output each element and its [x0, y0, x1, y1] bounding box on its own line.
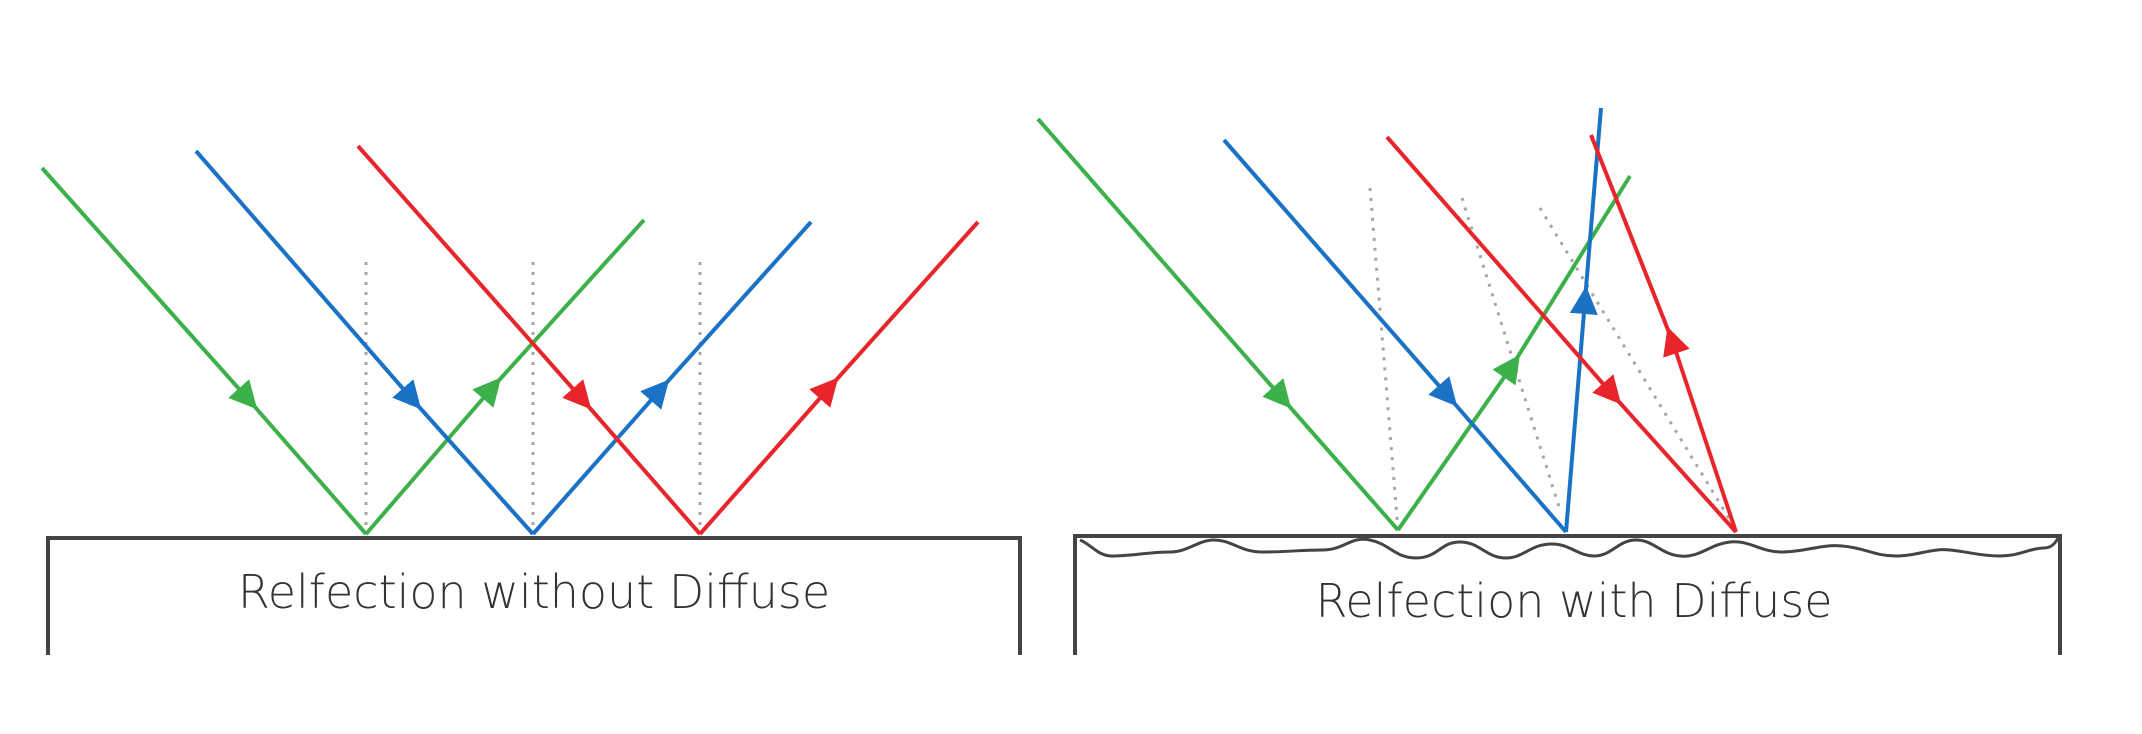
red-reflected-ray: [698, 377, 839, 536]
normal-line: [1538, 207, 1732, 521]
flat-surface: [46, 536, 1022, 655]
blue-incident-ray: [194, 149, 422, 410]
green-incident-ray: [1036, 117, 1292, 409]
normal-line: [1368, 187, 1400, 531]
blue-reflected-ray: [531, 379, 670, 536]
red-incident-ray: [356, 144, 592, 410]
green-incident-ray: [40, 166, 258, 410]
normal-line: [1460, 197, 1562, 511]
blue-ray: [1222, 107, 1603, 534]
blue-scattered-ray: [1564, 286, 1598, 533]
panel-label-with-diffuse: Relfection with Diffuse: [1315, 574, 1832, 628]
red-ray: [356, 144, 980, 536]
green-reflected-ray: [1396, 354, 1520, 532]
blue-ray: [194, 149, 813, 536]
panel-with-diffuse: Relfection with Diffuse: [1036, 107, 2062, 655]
rough-surface-box: [1073, 534, 2062, 655]
rough-surface-texture: [1079, 537, 2060, 560]
green-ray: [1036, 117, 1632, 532]
red-ray: [1385, 134, 1738, 534]
green-ray: [40, 166, 646, 536]
red-scattered-ray: [1663, 326, 1738, 533]
blue-incident-ray: [1222, 138, 1458, 407]
red-incident-ray: [1385, 135, 1622, 405]
panel-without-diffuse: Relfection without Diffuse: [40, 144, 1022, 655]
green-reflected-ray: [364, 377, 502, 536]
panel-label-without-diffuse: Relfection without Diffuse: [238, 565, 830, 619]
